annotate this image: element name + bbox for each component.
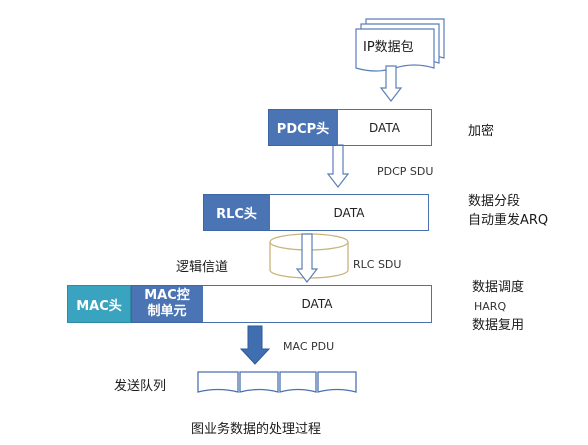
mac-function-3: 数据复用: [472, 318, 525, 333]
pdcp-data: DATA: [337, 109, 432, 146]
logical-channel-label: 逻辑信道: [176, 260, 229, 275]
ip-packet-icon: [355, 18, 445, 72]
send-queue-label: 发送队列: [114, 379, 167, 394]
mac-control-unit: MAC控 制单元: [131, 285, 203, 323]
mac-function-2: HARQ: [474, 300, 507, 313]
diagram-caption: 图业务数据的处理过程: [191, 422, 322, 437]
pdcp-function-label: 加密: [468, 124, 495, 139]
send-queue-icon: [197, 371, 357, 393]
pdcp-sdu-label: PDCP SDU: [377, 165, 434, 178]
pdcp-header: PDCP头: [268, 109, 338, 146]
mac-pdu-label: MAC PDU: [283, 340, 335, 353]
rlc-function-1: 数据分段: [468, 194, 521, 209]
mac-header: MAC头: [67, 285, 131, 323]
rlc-function-2: 自动重发ARQ: [468, 213, 549, 228]
rlc-header: RLC头: [203, 194, 270, 231]
arrow-ip-to-pdcp: [379, 65, 403, 102]
mac-function-1: 数据调度: [472, 280, 525, 295]
arrow-mac-to-queue: [239, 325, 271, 365]
rlc-sdu-label: RLC SDU: [353, 258, 402, 271]
rlc-data: DATA: [269, 194, 429, 231]
mac-control-unit-line-1: MAC控: [144, 288, 190, 303]
mac-control-unit-line-2: 制单元: [147, 304, 187, 319]
arrow-rlc-to-mac: [295, 233, 319, 283]
arrow-pdcp-to-rlc: [326, 144, 350, 188]
mac-data: DATA: [202, 285, 432, 323]
ip-packet-label: IP数据包: [363, 40, 414, 55]
